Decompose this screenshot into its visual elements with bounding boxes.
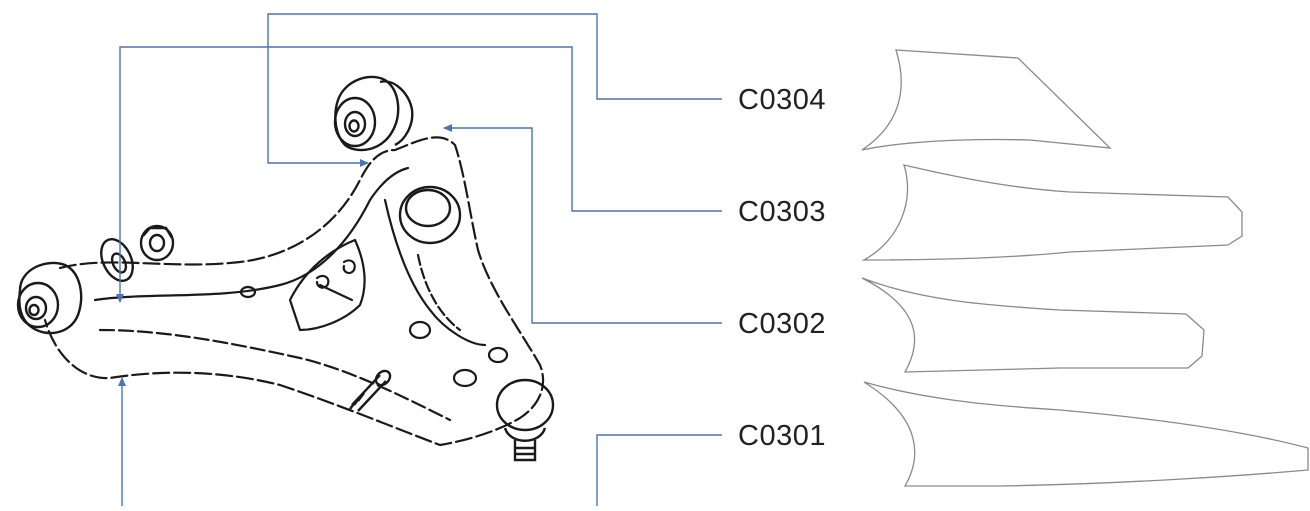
profile-c0301 [863,381,1309,487]
profile-c0302 [861,277,1205,373]
bushing-icon [100,238,134,282]
ball-joint-icon [495,378,555,462]
label-c0302: C0302 [738,308,826,340]
label-c0304: C0304 [738,84,826,116]
label-c0303: C0303 [738,196,826,228]
bushing-icon [398,185,462,245]
leader-line-c0301 [596,434,722,506]
nut-icon [139,224,175,262]
leader-line-c0303 [116,46,722,303]
bushing-icon [16,261,83,335]
bolt-icon [349,369,392,412]
label-c0301: C0301 [738,420,826,452]
control-arm-drawing [43,136,545,447]
leader-line-c0302 [443,124,722,324]
profile-c0303 [861,164,1243,261]
leader-line-c0304 [267,13,722,167]
leader-lines [116,13,722,506]
profile-c0304 [861,49,1112,151]
bushing-icon [333,75,414,152]
